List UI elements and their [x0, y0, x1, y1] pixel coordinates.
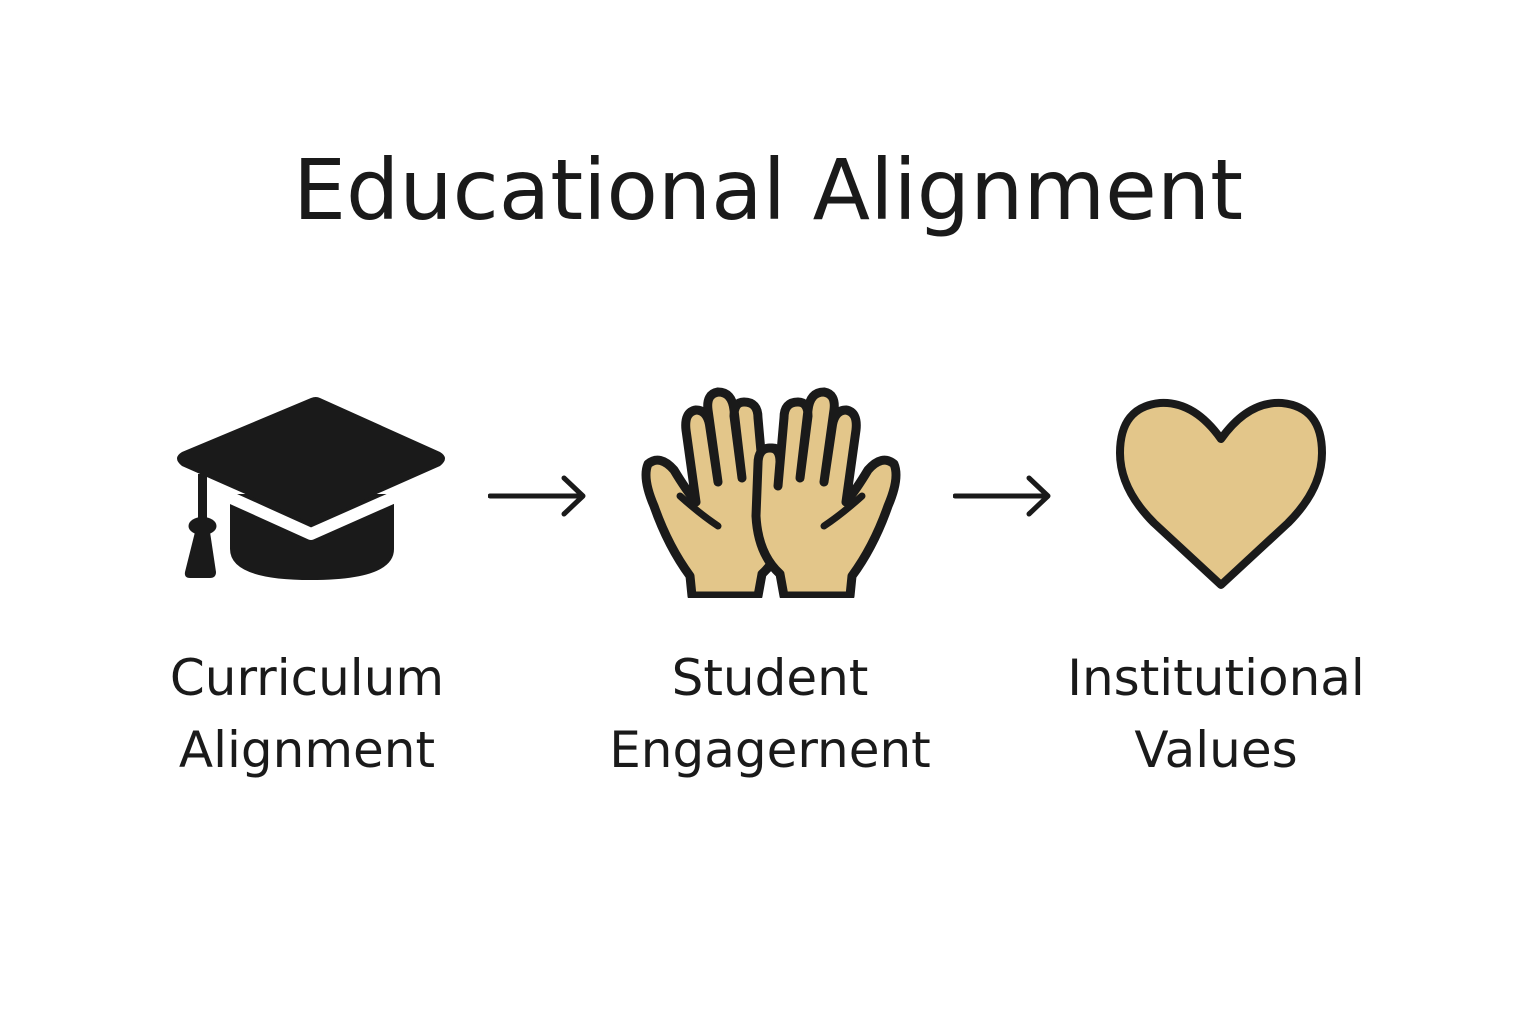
step-label-line2: Engagernent	[609, 721, 931, 779]
step-label-line2: Values	[1134, 721, 1298, 779]
step-label-line1: Curriculum	[169, 649, 445, 707]
step-label-line1: Student	[671, 649, 869, 707]
heart-icon	[1116, 398, 1326, 589]
step-label-curriculum-alignment: Curriculum Alignment	[97, 642, 517, 786]
graduation-cap-icon	[177, 397, 445, 580]
diagram-title: Educational Alignment	[292, 141, 1244, 239]
step-label-student-engagement: Student Engagernent	[560, 642, 980, 786]
step-label-line1: Institutional	[1067, 649, 1365, 707]
arrow-right-icon	[488, 475, 586, 517]
step-label-line2: Alignment	[178, 721, 436, 779]
arrow-right-icon	[953, 475, 1051, 517]
step-label-institutional-values: Institutional Values	[1006, 642, 1426, 786]
open-hands-icon	[641, 387, 901, 598]
